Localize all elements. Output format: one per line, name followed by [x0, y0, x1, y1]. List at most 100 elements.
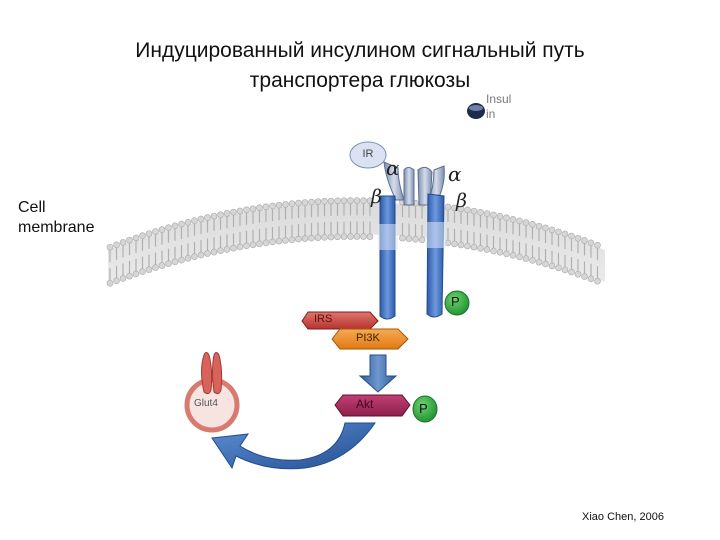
- lipid-head: [166, 225, 172, 231]
- lipid-head: [159, 227, 165, 233]
- lipid-head: [289, 201, 295, 207]
- lipid-head: [198, 216, 204, 222]
- lipid-head: [250, 206, 256, 212]
- lipid-head: [283, 201, 289, 207]
- lipid-head: [523, 256, 529, 262]
- lipid-head: [166, 261, 172, 267]
- lipid-head: [153, 229, 159, 235]
- lipid-head: [367, 234, 373, 240]
- lipid-head: [192, 218, 198, 224]
- lipid-head: [549, 227, 555, 233]
- lipid-head: [205, 215, 211, 221]
- lipid-head: [536, 259, 542, 265]
- lipid-head: [283, 237, 289, 243]
- lipid-head: [536, 223, 542, 229]
- lipid-head: [556, 265, 562, 271]
- lipid-head: [146, 267, 152, 273]
- lipid-head: [276, 238, 282, 244]
- lipid-head: [198, 252, 204, 258]
- lipid-head: [146, 231, 152, 237]
- lipid-head: [140, 269, 146, 275]
- lipid-head: [302, 200, 308, 206]
- glut4-label: Glut4: [194, 398, 218, 409]
- lipid-head: [315, 199, 321, 205]
- lipid-head: [575, 235, 581, 241]
- lipid-head: [185, 255, 191, 261]
- alpha-label-right: α: [448, 162, 462, 186]
- lipid-head: [114, 278, 120, 284]
- translocation-arrow: [212, 423, 375, 469]
- lipid-head: [530, 257, 536, 263]
- lipid-head: [569, 269, 575, 275]
- lipid-head: [179, 221, 185, 227]
- lipid-head: [491, 248, 497, 254]
- lipid-head: [107, 244, 113, 250]
- lipid-head: [471, 244, 477, 250]
- lipid-head: [302, 236, 308, 242]
- akt-label: Akt: [356, 397, 373, 411]
- lipid-head: [192, 254, 198, 260]
- lipid-head: [133, 271, 139, 277]
- lipid-head: [309, 235, 315, 241]
- lipid-head: [562, 267, 568, 273]
- lipid-head: [497, 249, 503, 255]
- activation-arrow: [360, 355, 396, 392]
- lipid-head: [478, 245, 484, 251]
- insulin-label-line-2: in: [486, 107, 511, 122]
- lipid-head: [153, 265, 159, 271]
- lipid-head: [543, 225, 549, 231]
- pi3k-label: PI3K: [356, 332, 380, 344]
- lipid-head: [465, 243, 471, 249]
- lipid-head: [231, 245, 237, 251]
- lipid-head: [296, 200, 302, 206]
- insulin-ligand: [467, 103, 485, 119]
- lipid-head: [510, 216, 516, 222]
- lipid-head: [504, 215, 510, 221]
- lipid-head: [257, 241, 263, 247]
- lipid-head: [270, 203, 276, 209]
- lipid-head: [159, 263, 165, 269]
- lipid-head: [582, 237, 588, 243]
- lipid-head: [211, 249, 217, 255]
- lipid-head: [127, 273, 133, 279]
- lipid-head: [484, 211, 490, 217]
- irs-label: IRS: [314, 313, 332, 325]
- lipid-head: [406, 236, 412, 242]
- beta-label-left: β: [371, 186, 382, 208]
- lipid-head: [452, 241, 458, 247]
- glut4-vesicle: [187, 353, 237, 431]
- lipid-head: [341, 234, 347, 240]
- lipid-head: [270, 239, 276, 245]
- membrane-label-line-2: membrane: [18, 218, 94, 238]
- lipid-head: [458, 242, 464, 248]
- beta-label-right: β: [456, 190, 467, 212]
- lipid-head: [244, 243, 250, 249]
- lipid-head: [543, 261, 549, 267]
- lipid-head: [263, 204, 269, 210]
- lipid-head: [211, 213, 217, 219]
- lipid-head: [523, 220, 529, 226]
- lipid-head: [172, 223, 178, 229]
- lipid-head: [237, 208, 243, 214]
- lipid-head: [361, 234, 367, 240]
- akt-phosphate-label: P: [419, 401, 428, 416]
- lipid-head: [328, 198, 334, 204]
- lipid-head: [517, 218, 523, 224]
- lipid-head: [224, 210, 230, 216]
- lipid-head: [335, 198, 341, 204]
- lipid-head: [517, 254, 523, 260]
- lipid-head: [341, 198, 347, 204]
- receptor-phosphate-label: P: [451, 294, 460, 309]
- lipid-head: [224, 246, 230, 252]
- lipid-head: [588, 276, 594, 282]
- lipid-head: [471, 208, 477, 214]
- lipid-head: [510, 252, 516, 258]
- alpha-label-left: α: [386, 156, 400, 180]
- lipid-head: [484, 247, 490, 253]
- lipid-head: [575, 271, 581, 277]
- lipid-head: [562, 231, 568, 237]
- lipid-head: [530, 221, 536, 227]
- lipid-head: [354, 234, 360, 240]
- lipid-head: [328, 234, 334, 240]
